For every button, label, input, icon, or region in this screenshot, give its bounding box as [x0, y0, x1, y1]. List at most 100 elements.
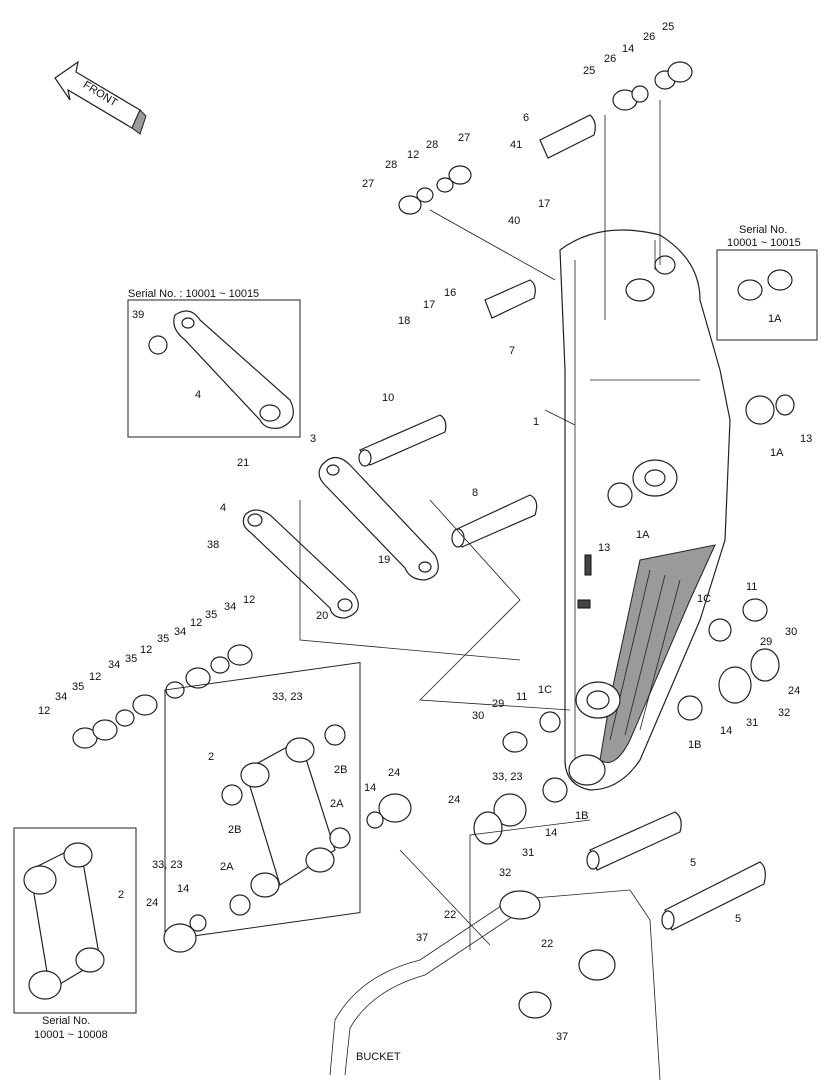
callout-24: 24	[388, 767, 400, 779]
callout-26: 26	[643, 31, 655, 43]
callout-35: 35	[157, 633, 169, 645]
callout-29: 29	[760, 636, 772, 648]
callout-12: 12	[190, 617, 202, 629]
h-link-inset: Serial No. 10001 ~ 10008	[13, 827, 137, 1041]
callout-17: 17	[538, 198, 550, 210]
callout-27: 27	[458, 132, 470, 144]
link-4	[242, 509, 359, 619]
callout-8: 8	[472, 487, 478, 499]
pins	[358, 114, 766, 931]
callout-41: 41	[510, 139, 522, 151]
callout-21: 21	[237, 457, 249, 469]
callout-30: 30	[785, 626, 797, 638]
callout-2A: 2A	[330, 798, 344, 810]
callouts: 25 26 14 26 25 6 41 17 40 27 28 12 28 27…	[38, 21, 812, 1043]
callout-14: 14	[364, 782, 376, 794]
main-arm	[559, 229, 731, 791]
seal-stack-top	[398, 61, 693, 215]
callout-35: 35	[205, 609, 217, 621]
callout-40: 40	[508, 215, 520, 227]
bucket-label: BUCKET	[356, 1051, 401, 1063]
bushings-lower	[473, 394, 795, 845]
callout-22: 22	[541, 938, 553, 950]
callout-4: 4	[195, 389, 201, 401]
callout-28: 28	[385, 159, 397, 171]
callout-1B: 1B	[688, 739, 701, 751]
callout-10: 10	[382, 392, 394, 404]
callout-33-23: 33, 23	[492, 771, 523, 783]
bushing-inset-title-1: Serial No.	[739, 224, 787, 236]
callout-35: 35	[72, 681, 84, 693]
callout-24: 24	[788, 685, 800, 697]
callout-1C: 1C	[538, 684, 552, 696]
callout-19: 19	[378, 554, 390, 566]
callout-25: 25	[583, 65, 595, 77]
callout-14: 14	[545, 827, 557, 839]
callout-37: 37	[416, 932, 428, 944]
callout-12: 12	[407, 149, 419, 161]
callout-31: 31	[522, 847, 534, 859]
callout-32: 32	[778, 707, 790, 719]
callout-34: 34	[108, 659, 120, 671]
callout-1: 1	[533, 416, 539, 428]
callout-1A: 1A	[636, 529, 650, 541]
callout-13: 13	[598, 542, 610, 554]
callout-11: 11	[746, 581, 757, 593]
callout-14: 14	[177, 883, 189, 895]
h-link-inset-title-2: 10001 ~ 10008	[34, 1029, 108, 1041]
callout-2: 2	[118, 889, 124, 901]
callout-13: 13	[800, 433, 812, 445]
bushing-inset: Serial No. 10001 ~ 10015	[716, 224, 818, 341]
callout-27: 27	[362, 178, 374, 190]
callout-30: 30	[472, 710, 484, 722]
callout-1B: 1B	[575, 810, 588, 822]
callout-32: 32	[499, 867, 511, 879]
callout-18: 18	[398, 315, 410, 327]
callout-14: 14	[622, 43, 634, 55]
callout-4: 4	[220, 502, 226, 514]
h-link-2	[163, 662, 412, 953]
callout-24: 24	[146, 897, 158, 909]
callout-20: 20	[316, 610, 328, 622]
callout-37: 37	[556, 1031, 568, 1043]
h-link-inset-title-1: Serial No.	[42, 1015, 90, 1027]
callout-1A: 1A	[768, 313, 782, 325]
callout-11: 11	[516, 691, 527, 703]
callout-5: 5	[735, 913, 741, 925]
callout-24: 24	[448, 794, 460, 806]
callout-2: 2	[208, 751, 214, 763]
callout-1A: 1A	[770, 447, 784, 459]
callout-1C: 1C	[697, 593, 711, 605]
callout-12: 12	[140, 644, 152, 656]
callout-12: 12	[38, 705, 50, 717]
callout-39: 39	[132, 309, 144, 321]
callout-25: 25	[662, 21, 674, 33]
link-inset-title: Serial No. : 10001 ~ 10015	[128, 288, 259, 300]
link-3	[318, 456, 439, 581]
callout-34: 34	[174, 626, 186, 638]
callout-14: 14	[720, 725, 732, 737]
callout-33-23: 33, 23	[272, 691, 303, 703]
callout-6: 6	[523, 112, 529, 124]
callout-2B: 2B	[228, 824, 241, 836]
callout-12: 12	[243, 594, 255, 606]
bushing-inset-title-2: 10001 ~ 10015	[727, 237, 801, 249]
callout-16: 16	[444, 287, 456, 299]
callout-5: 5	[690, 857, 696, 869]
callout-2A: 2A	[220, 861, 234, 873]
front-arrow: FRONT	[54, 60, 147, 135]
callout-33-23: 33, 23	[152, 859, 183, 871]
bucket: BUCKET	[329, 889, 661, 1080]
callout-12: 12	[89, 671, 101, 683]
seal-stack-left	[72, 644, 253, 749]
callout-31: 31	[746, 717, 758, 729]
callout-26: 26	[604, 53, 616, 65]
callout-2B: 2B	[334, 764, 347, 776]
callout-35: 35	[125, 653, 137, 665]
callout-38: 38	[207, 539, 219, 551]
callout-34: 34	[224, 601, 236, 613]
callout-7: 7	[509, 345, 515, 357]
callout-17: 17	[423, 299, 435, 311]
callout-34: 34	[55, 691, 67, 703]
